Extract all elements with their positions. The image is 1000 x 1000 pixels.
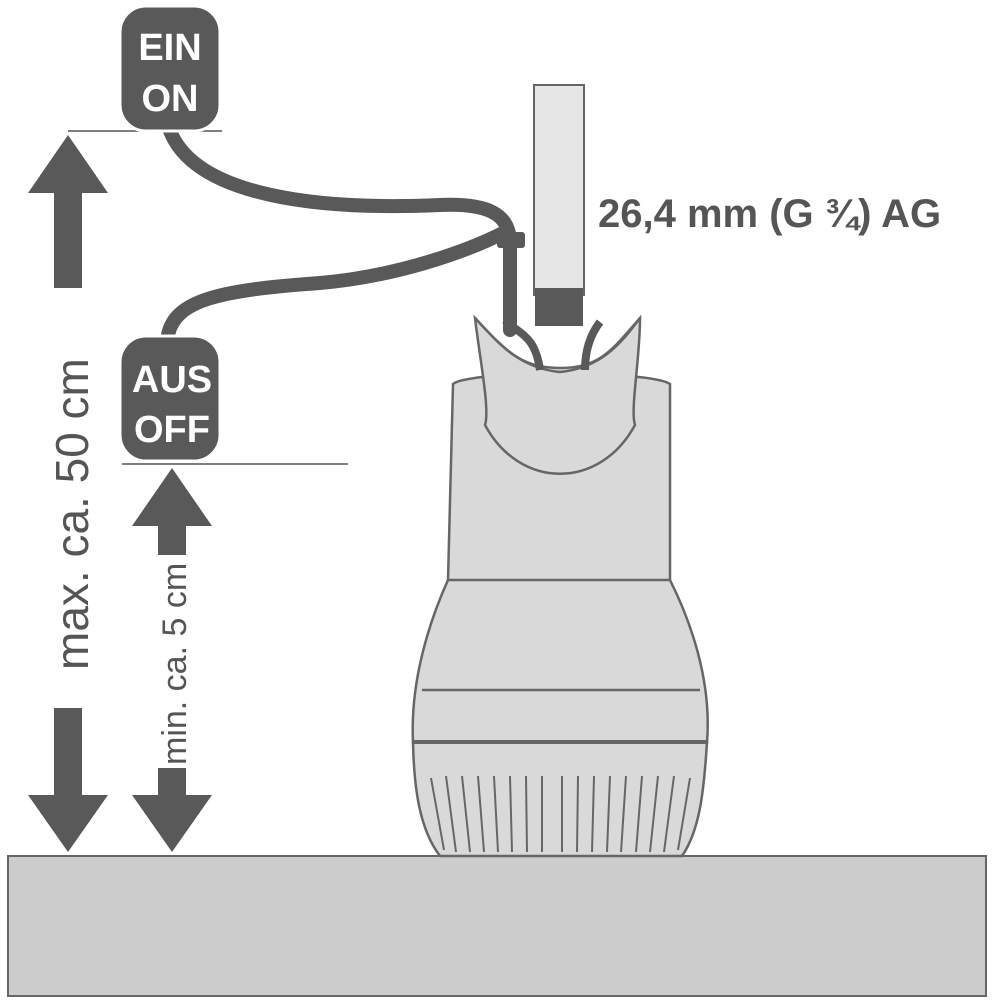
max-height-dimension: max. ca. 50 cm [28,135,108,852]
switch-on-label-2: ON [142,78,199,120]
switch-off-label-1: AUS [132,359,212,401]
switch-on-label-1: EIN [138,27,201,69]
cable-entry [497,232,604,371]
arrow-up-icon [28,135,108,288]
arrow-down-icon [28,708,108,852]
floor [7,855,987,997]
strainer-slots [430,775,691,853]
float-switch-cables [161,118,517,342]
min-height-dimension: min. ca. 5 cm [132,468,212,852]
min-height-label: min. ca. 5 cm [156,563,194,765]
pump-strainer [411,740,709,858]
max-height-label: max. ca. 50 cm [46,358,98,670]
switch-off-float: AUS OFF [118,334,222,463]
switch-off-label-2: OFF [134,409,210,451]
arrow-down-icon [132,768,212,852]
arrow-up-icon [132,468,212,555]
discharge-pipe [533,84,585,326]
pump [411,314,709,858]
pipe-thread-label: 26,4 mm (G ¾) AG [598,192,941,236]
switch-on-float: EIN ON [118,4,222,133]
